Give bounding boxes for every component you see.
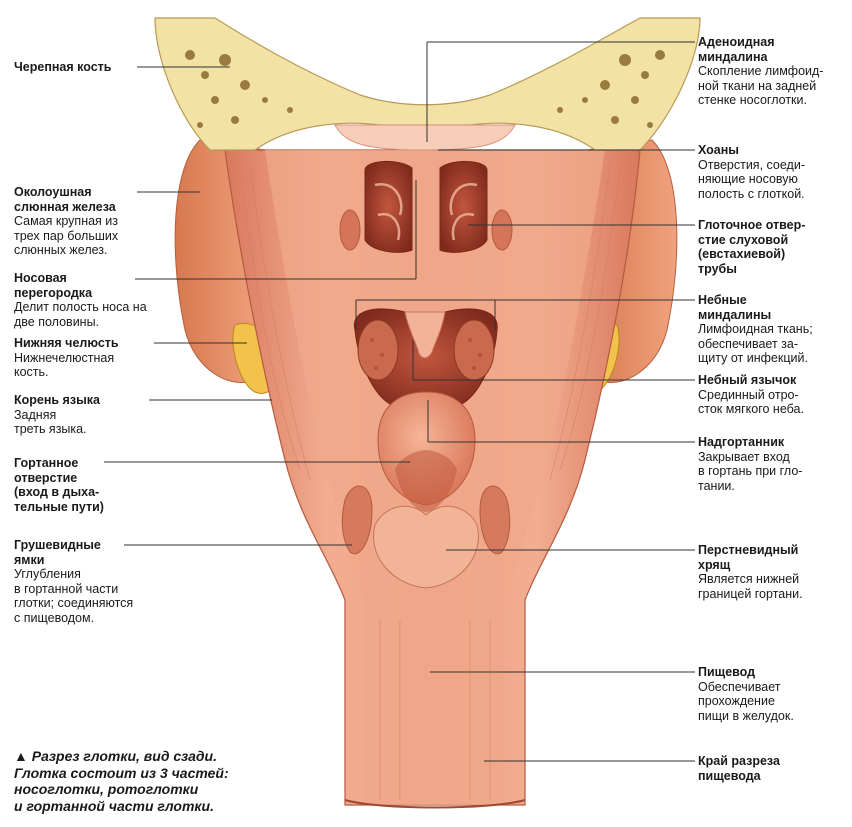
label-laryngeal-inlet: Гортанное отверстие (вход в дыха- тельны… bbox=[14, 456, 104, 514]
label-epiglottis: Надгортанник Закрывает вход в гортань пр… bbox=[698, 435, 802, 493]
label-cricoid: Перстневидный хрящ Является нижней грани… bbox=[698, 543, 803, 601]
label-uvula-desc: Срединный отро- сток мягкого неба. bbox=[698, 387, 804, 417]
label-adenoid: Аденоидная миндалина Скопление лимфоид- … bbox=[698, 35, 823, 108]
label-septum: Носовая перегородка Делит полость носа н… bbox=[14, 271, 147, 329]
leader-lines bbox=[104, 41, 695, 762]
label-palatine-tonsils: Небные миндалины Лимфоидная ткань; обесп… bbox=[698, 293, 813, 366]
label-uvula-title: Небный язычок bbox=[698, 373, 797, 387]
choana-right bbox=[439, 161, 488, 253]
esophagus-cut-edge bbox=[344, 799, 526, 809]
label-parotid-desc: Самая крупная из трех пар больших слюнны… bbox=[14, 214, 119, 257]
label-mandible-desc: Нижнечелюстная кость. bbox=[14, 350, 115, 380]
skull-bone bbox=[154, 17, 701, 151]
eustachian-opening-left bbox=[339, 209, 361, 251]
label-mandible: Нижняя челюсть Нижнечелюстная кость. bbox=[14, 336, 119, 380]
label-esophagus: Пищевод Обеспечивает прохождение пищи в … bbox=[698, 665, 794, 723]
label-parotid: Околоушная слюнная железа Самая крупная … bbox=[14, 185, 118, 258]
piriform-fossa-left bbox=[341, 485, 373, 555]
eustachian-opening-right bbox=[491, 209, 513, 251]
piriform-fossa-right bbox=[479, 485, 511, 555]
palatine-tonsil-left bbox=[357, 319, 399, 381]
label-parotid-title: Околоушная слюнная железа bbox=[14, 185, 116, 214]
label-epiglottis-desc: Закрывает вход в гортань при гло- тании. bbox=[698, 449, 803, 493]
label-piriform: Грушевидные ямки Углубления в гортанной … bbox=[14, 538, 133, 625]
label-uvula: Небный язычок Срединный отро- сток мягко… bbox=[698, 373, 804, 417]
label-adenoid-desc: Скопление лимфоид- ной ткани на задней с… bbox=[698, 64, 824, 107]
label-skull-title: Черепная кость bbox=[14, 60, 112, 74]
label-choanae-title: Хоаны bbox=[698, 143, 739, 157]
label-choanae: Хоаны Отверстия, соеди- няющие носовую п… bbox=[698, 143, 805, 201]
label-cricoid-desc: Является нижней границей гортани. bbox=[698, 572, 803, 601]
label-palatine-tonsils-desc: Лимфоидная ткань; обеспечивает за- щиту … bbox=[698, 322, 813, 365]
label-septum-desc: Делит полость носа на две половины. bbox=[14, 300, 147, 329]
figure-caption: ▲ Разрез глотки, вид сзади. Глотка состо… bbox=[14, 748, 229, 814]
label-esophagus-title: Пищевод bbox=[698, 665, 756, 679]
label-laryngeal-inlet-title: Гортанное отверстие (вход в дыха- тельны… bbox=[14, 456, 104, 514]
label-epiglottis-title: Надгортанник bbox=[698, 435, 785, 449]
label-piriform-desc: Углубления в гортанной части глотки; сое… bbox=[14, 567, 134, 625]
palatine-tonsil-right bbox=[453, 319, 495, 381]
label-palatine-tonsils-title: Небные миндалины bbox=[698, 293, 772, 322]
label-tongue-root-desc: Задняя треть языка. bbox=[14, 407, 87, 437]
label-eustachian-title: Глоточное отвер- стие слуховой (евстахие… bbox=[698, 218, 806, 276]
cricoid-cartilage bbox=[373, 505, 479, 589]
uvula bbox=[404, 311, 446, 359]
label-tongue-root: Корень языка Задняя треть языка. bbox=[14, 393, 100, 437]
choana-left bbox=[364, 161, 413, 253]
label-adenoid-title: Аденоидная миндалина bbox=[698, 35, 775, 64]
label-esophagus-desc: Обеспечивает прохождение пищи в желудок. bbox=[698, 679, 794, 723]
laryngeal-inlet bbox=[395, 450, 457, 512]
label-cricoid-title: Перстневидный хрящ bbox=[698, 543, 799, 572]
label-esophagus-edge-title: Край разреза пищевода bbox=[698, 754, 780, 783]
label-eustachian: Глоточное отвер- стие слуховой (евстахие… bbox=[698, 218, 805, 276]
label-piriform-title: Грушевидные ямки bbox=[14, 538, 101, 567]
label-mandible-title: Нижняя челюсть bbox=[14, 336, 119, 350]
label-tongue-root-title: Корень языка bbox=[14, 393, 100, 407]
label-choanae-desc: Отверстия, соеди- няющие носовую полость… bbox=[698, 157, 805, 201]
adenoid-tonsil bbox=[334, 124, 516, 151]
label-skull: Черепная кость bbox=[14, 60, 111, 75]
label-esophagus-edge: Край разреза пищевода bbox=[698, 754, 780, 783]
label-septum-title: Носовая перегородка bbox=[14, 271, 93, 300]
